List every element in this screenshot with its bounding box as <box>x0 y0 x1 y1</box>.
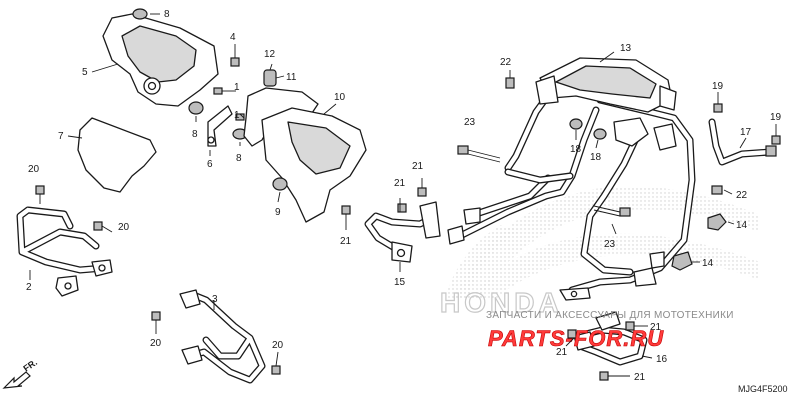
grommet-18-a <box>569 118 583 130</box>
callout-21: 21 <box>650 322 662 333</box>
diagram-code: MJG4F5200 <box>738 384 788 394</box>
watermark-logo: PARTS-FOR.RU <box>488 326 664 351</box>
part-2-guard-bar <box>16 206 113 297</box>
bolt-1-a <box>213 87 236 95</box>
part-13-rear-frame <box>447 57 696 301</box>
callout-20: 20 <box>272 340 284 351</box>
leader-lines <box>29 13 777 377</box>
callout-17: 17 <box>740 127 752 138</box>
callout-6: 6 <box>207 159 213 170</box>
nut-14-b <box>671 251 693 271</box>
callout-14: 14 <box>702 258 714 269</box>
part-17-rod <box>708 118 777 166</box>
callout-14: 14 <box>736 220 748 231</box>
callout-9: 9 <box>275 207 281 218</box>
bolt-21-15a <box>341 205 351 215</box>
bolt-21-15c <box>417 187 427 197</box>
watermark-tagline: ЗАПЧАСТИ И АКСЕССУАРЫ ДЛЯ МОТОТЕХНИКИ <box>486 310 734 321</box>
callout-7: 7 <box>58 131 64 142</box>
grommet-18-b <box>593 128 607 140</box>
callout-23: 23 <box>604 239 616 250</box>
callout-20: 20 <box>28 164 40 175</box>
callout-5: 5 <box>82 67 88 78</box>
callout-15: 15 <box>394 277 406 288</box>
bolt-21-16c <box>567 329 577 339</box>
callout-18: 18 <box>570 144 582 155</box>
callout-21: 21 <box>412 161 424 172</box>
callout-4: 4 <box>230 32 236 43</box>
bolt-20-d <box>271 351 281 375</box>
nut-14-a <box>707 213 727 231</box>
bolt-4 <box>230 44 240 67</box>
bolt-21-15b <box>397 203 407 213</box>
bolt-19-a <box>713 103 723 113</box>
callout-22: 22 <box>500 57 512 68</box>
part-3-handle <box>179 289 266 384</box>
bolt-23-b <box>593 205 631 217</box>
callout-16: 16 <box>656 354 668 365</box>
callout-21: 21 <box>340 236 352 247</box>
bolt-22-a <box>505 77 515 89</box>
honda-wing-watermark: HONDA <box>439 186 760 319</box>
grommet-8-mid <box>188 101 204 115</box>
callout-8: 8 <box>236 153 242 164</box>
callout-20: 20 <box>150 338 162 349</box>
callout-13: 13 <box>620 43 632 54</box>
bolt-19-b <box>771 135 781 145</box>
callout-labels: 8 4 5 12 11 1 10 1 8 7 8 6 20 9 20 2 3 2… <box>26 9 782 383</box>
callout-22: 22 <box>736 190 748 201</box>
grommet-9 <box>272 177 288 191</box>
callout-21: 21 <box>556 347 568 358</box>
grommet-8-top <box>132 8 148 20</box>
callout-3: 3 <box>212 294 218 305</box>
bolt-22-b <box>711 185 723 195</box>
watermark-brand: HONDA <box>440 287 563 318</box>
part-6-bracket <box>207 105 233 147</box>
callout-12: 12 <box>264 49 276 60</box>
bolt-20-c <box>151 311 161 334</box>
callout-1: 1 <box>234 110 240 121</box>
callout-1: 1 <box>234 82 240 93</box>
part-16-grab-handle <box>573 311 648 366</box>
direction-label: FR. <box>21 357 39 374</box>
callout-10: 10 <box>334 92 346 103</box>
callout-20: 20 <box>118 222 130 233</box>
bolt-20-b <box>93 221 113 233</box>
callout-11: 11 <box>286 72 297 83</box>
part-12-grommet <box>263 69 277 87</box>
callout-23: 23 <box>464 117 476 128</box>
bolt-21-16b <box>599 371 609 381</box>
callout-8: 8 <box>164 9 170 20</box>
callout-8: 8 <box>192 129 198 140</box>
part-15-u-handle <box>364 201 441 263</box>
bolt-20-a <box>35 185 45 204</box>
part-7-plate <box>77 117 157 193</box>
callout-21: 21 <box>634 372 646 383</box>
part-10-side-cover-right <box>261 107 367 223</box>
callout-19: 19 <box>712 81 724 92</box>
front-direction-arrow: FR. <box>2 357 39 389</box>
part-side-cover-left <box>102 13 219 107</box>
callout-18: 18 <box>590 152 602 163</box>
callout-21: 21 <box>394 178 406 189</box>
callout-2: 2 <box>26 282 32 293</box>
bolt-23-a <box>457 145 501 163</box>
callout-19: 19 <box>770 112 782 123</box>
